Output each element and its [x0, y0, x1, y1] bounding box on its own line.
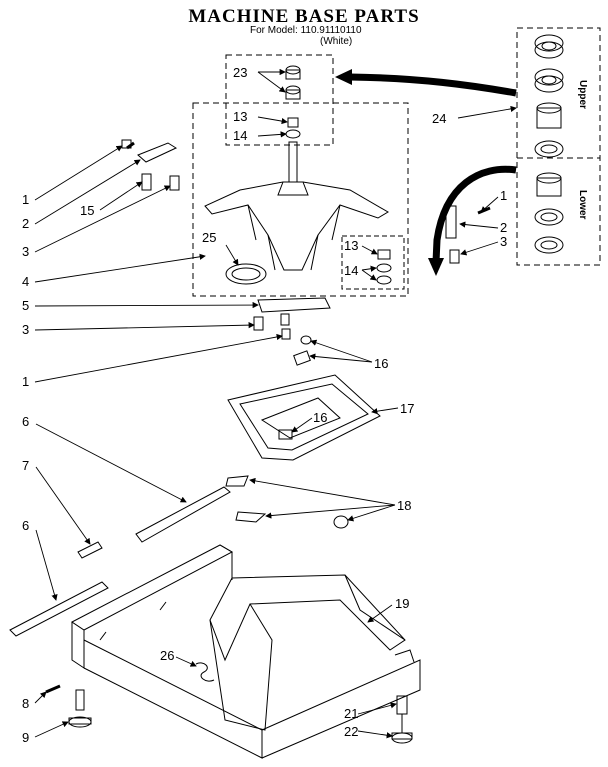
- callout-17: 17: [400, 401, 414, 416]
- part-18-tab-b: [235, 511, 267, 523]
- callout-25: 25: [202, 230, 216, 245]
- callout-6: 6: [22, 518, 29, 533]
- callout-16: 16: [313, 410, 327, 425]
- part-14-lower-b: [376, 275, 392, 285]
- part-21-leg: [396, 695, 408, 715]
- part-6-brace-lower: [9, 581, 109, 637]
- callout-3: 3: [22, 322, 29, 337]
- drive-shaft: [288, 141, 298, 183]
- model-number: For Model: 110.91110110: [250, 25, 362, 36]
- part-15-spring: [141, 173, 152, 191]
- part-14-upper: [285, 129, 301, 139]
- callout-1: 1: [500, 188, 507, 203]
- part-17-plate: [227, 374, 381, 461]
- part-16-pad-c: [278, 429, 293, 440]
- inset-label-upper: Upper: [577, 80, 588, 109]
- part-1-bolt-mid: [281, 328, 291, 340]
- callout-9: 9: [22, 730, 29, 745]
- callout-3: 3: [500, 234, 507, 249]
- upper-bearing-box: [225, 54, 334, 146]
- callout-2: 2: [22, 216, 29, 231]
- callout-4: 4: [22, 274, 29, 289]
- gearcase-box: [192, 102, 409, 297]
- part-25-seal: [225, 263, 267, 285]
- part-22-foot: [391, 732, 413, 744]
- callout-15: 15: [80, 203, 94, 218]
- bearing-kit-inset: [516, 27, 601, 266]
- callout-2: 2: [500, 220, 507, 235]
- part-13-upper: [287, 117, 299, 128]
- bearing-kit-upper: [534, 34, 564, 158]
- part-16-pad-b: [293, 350, 311, 366]
- part-3-bumper-left: [169, 175, 180, 191]
- part-13-lower: [377, 249, 391, 260]
- part-8-bolt: [45, 684, 61, 694]
- bearing-kit-lower: [534, 172, 564, 254]
- callout-14: 14: [233, 128, 247, 143]
- callout-8: 8: [22, 696, 29, 711]
- callout-22: 22: [344, 724, 358, 739]
- callout-7: 7: [22, 458, 29, 473]
- model-color: (White): [320, 36, 353, 47]
- page-title: MACHINE BASE PARTS: [188, 6, 420, 27]
- part-16-pad-a: [300, 335, 312, 345]
- inset-label-lower: Lower: [577, 190, 588, 220]
- callout-1: 1: [22, 374, 29, 389]
- part-2-clamp-right: [445, 205, 457, 239]
- callout-21: 21: [344, 706, 358, 721]
- part-2-clamp-left: [137, 142, 178, 163]
- part-14-lower-a: [376, 263, 392, 273]
- part-3-bumper-right: [449, 249, 460, 264]
- part-1-bolt-right: [477, 206, 491, 215]
- callout-26: 26: [160, 648, 174, 663]
- callout-18: 18: [397, 498, 411, 513]
- part-6-brace-upper: [135, 486, 231, 543]
- callout-24: 24: [432, 111, 446, 126]
- callout-16: 16: [374, 356, 388, 371]
- part-3-bumper-mid: [253, 316, 264, 331]
- callout-19: 19: [395, 596, 409, 611]
- callout-13: 13: [344, 238, 358, 253]
- part-7-stud: [77, 541, 103, 559]
- callout-1: 1: [22, 192, 29, 207]
- part-9-leg: [75, 689, 85, 711]
- callout-13: 13: [233, 109, 247, 124]
- callout-6: 6: [22, 414, 29, 429]
- part-26-wire: [195, 662, 215, 682]
- callout-5: 5: [22, 298, 29, 313]
- part-18-tab-a: [225, 475, 249, 487]
- callout-23: 23: [233, 65, 247, 80]
- part-5-bar: [257, 297, 331, 313]
- part-19-machine-base: [71, 544, 421, 759]
- callout-14: 14: [344, 263, 358, 278]
- lower-bearing-box: [341, 235, 405, 290]
- part-18-tab-c: [333, 515, 349, 529]
- callout-3: 3: [22, 244, 29, 259]
